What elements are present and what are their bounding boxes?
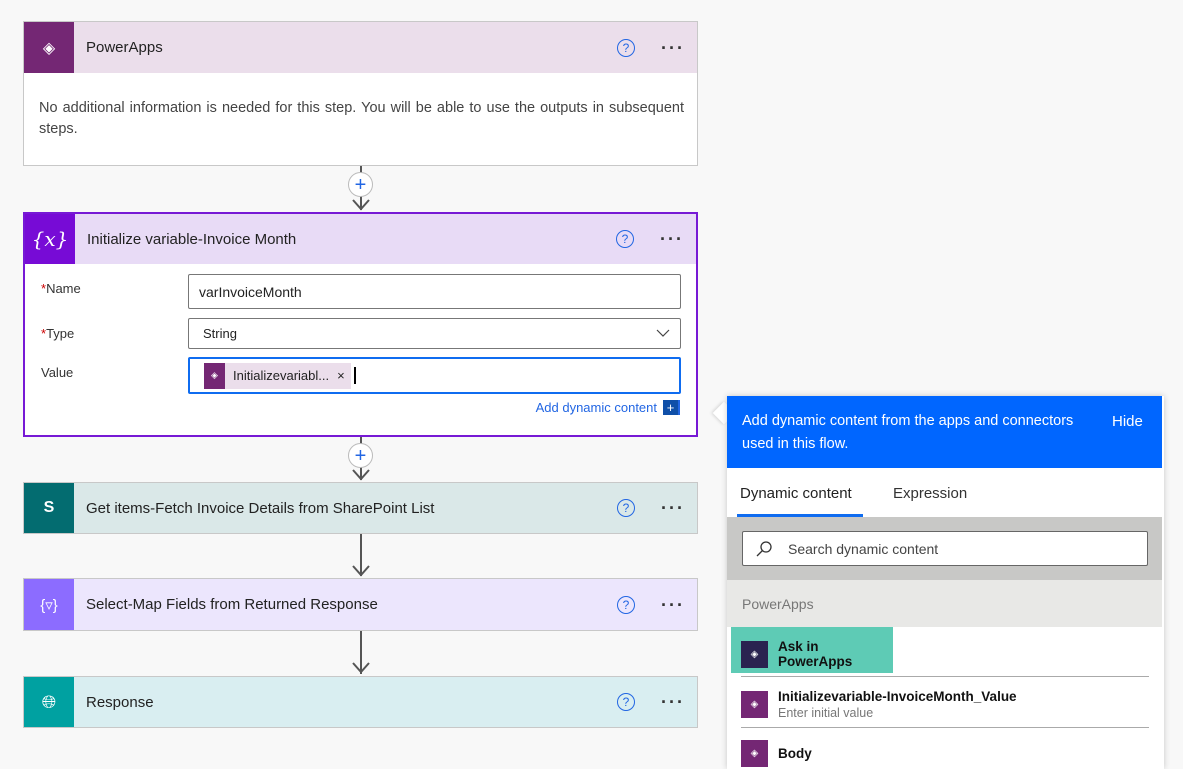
text-cursor xyxy=(353,367,356,384)
arrow-icon xyxy=(352,565,370,577)
item-title: Ask in PowerApps xyxy=(778,639,853,669)
insert-step-button[interactable]: + xyxy=(348,443,373,468)
type-select[interactable]: String xyxy=(188,318,681,349)
search-area: Search dynamic content xyxy=(727,517,1162,580)
type-value: String xyxy=(203,326,237,341)
section-header: PowerApps xyxy=(727,580,1162,627)
divider xyxy=(741,676,1149,677)
dynamic-token[interactable]: ◈ Initializevariabl... × xyxy=(204,362,351,389)
dynamic-item-body[interactable]: ◈ Body xyxy=(741,740,812,767)
step-header[interactable]: ◈ PowerApps ? ··· xyxy=(24,22,697,73)
step-get-items[interactable]: S Get items-Fetch Invoice Details from S… xyxy=(23,482,698,534)
item-title: Body xyxy=(778,746,812,761)
panel-info-banner: Add dynamic content from the apps and co… xyxy=(727,396,1162,468)
help-icon[interactable]: ? xyxy=(616,230,635,248)
variable-icon: {x} xyxy=(25,214,75,264)
dynamic-item-invoice-month[interactable]: ◈ Initializevariable-InvoiceMonth_Value … xyxy=(741,689,1017,720)
step-title: Select-Map Fields from Returned Response xyxy=(86,596,378,613)
dynamic-content-panel: Add dynamic content from the apps and co… xyxy=(727,396,1164,769)
tab-dynamic-content[interactable]: Dynamic content xyxy=(740,485,852,502)
arrow-icon xyxy=(352,469,370,481)
search-input[interactable]: Search dynamic content xyxy=(742,531,1148,566)
step-response[interactable]: 🌐︎ Response ? ··· xyxy=(23,676,698,728)
arrow-icon xyxy=(352,662,370,674)
step-description: No additional information is needed for … xyxy=(39,100,684,137)
token-remove-icon[interactable]: × xyxy=(337,368,345,383)
name-label: *Name xyxy=(41,281,81,296)
divider xyxy=(741,727,1149,728)
more-options-icon[interactable]: ··· xyxy=(661,37,685,58)
help-icon[interactable]: ? xyxy=(617,693,636,711)
value-input[interactable]: ◈ Initializevariabl... × xyxy=(188,357,681,394)
panel-info-text: Add dynamic content from the apps and co… xyxy=(742,413,1074,452)
step-title: PowerApps xyxy=(86,39,163,56)
add-icon: + xyxy=(663,400,680,415)
powerapps-icon: ◈ xyxy=(741,640,768,668)
active-tab-indicator xyxy=(737,514,863,517)
search-icon xyxy=(756,540,772,556)
sharepoint-icon: S xyxy=(24,483,74,533)
more-options-icon[interactable]: ··· xyxy=(661,594,685,615)
token-label: Initializevariabl... xyxy=(233,368,330,383)
insert-step-button[interactable]: + xyxy=(348,172,373,197)
step-select[interactable]: {▿} Select-Map Fields from Returned Resp… xyxy=(23,578,698,631)
value-label: Value xyxy=(41,365,74,380)
more-options-icon[interactable]: ··· xyxy=(661,498,685,518)
step-header[interactable]: {x} Initialize variable-Invoice Month ? … xyxy=(25,214,696,264)
step-title: Initialize variable-Invoice Month xyxy=(87,230,297,248)
help-icon[interactable]: ? xyxy=(617,499,636,517)
hide-button[interactable]: Hide xyxy=(1112,413,1143,430)
more-options-icon[interactable]: ··· xyxy=(661,692,685,712)
arrow-icon xyxy=(352,199,370,211)
item-title: Initializevariable-InvoiceMonth_Value xyxy=(778,689,1017,704)
chevron-down-icon xyxy=(656,329,670,337)
section-title: PowerApps xyxy=(742,596,814,612)
step-title: Response xyxy=(86,693,154,711)
powerapps-icon: ◈ xyxy=(204,362,225,389)
name-input[interactable]: varInvoiceMonth xyxy=(188,274,681,309)
powerapps-icon: ◈ xyxy=(741,691,768,718)
item-subtitle: Enter initial value xyxy=(778,706,874,720)
powerapps-icon: ◈ xyxy=(741,740,768,767)
help-icon[interactable]: ? xyxy=(617,38,636,57)
step-title: Get items-Fetch Invoice Details from Sha… xyxy=(86,499,435,517)
select-icon: {▿} xyxy=(24,579,74,630)
add-dynamic-content-link[interactable]: Add dynamic content + xyxy=(536,400,680,415)
type-label: *Type xyxy=(41,326,75,341)
dynamic-item-ask-in-powerapps[interactable]: ◈ Ask in PowerApps xyxy=(731,627,893,673)
response-icon: 🌐︎ xyxy=(24,677,74,727)
search-placeholder: Search dynamic content xyxy=(788,540,939,557)
more-options-icon[interactable]: ··· xyxy=(660,229,684,249)
powerapps-icon: ◈ xyxy=(24,22,74,73)
step-powerapps: ◈ PowerApps ? ··· No additional informat… xyxy=(23,21,698,166)
step-initialize-variable: {x} Initialize variable-Invoice Month ? … xyxy=(23,212,698,437)
tab-expression[interactable]: Expression xyxy=(893,485,968,502)
help-icon[interactable]: ? xyxy=(617,595,636,614)
